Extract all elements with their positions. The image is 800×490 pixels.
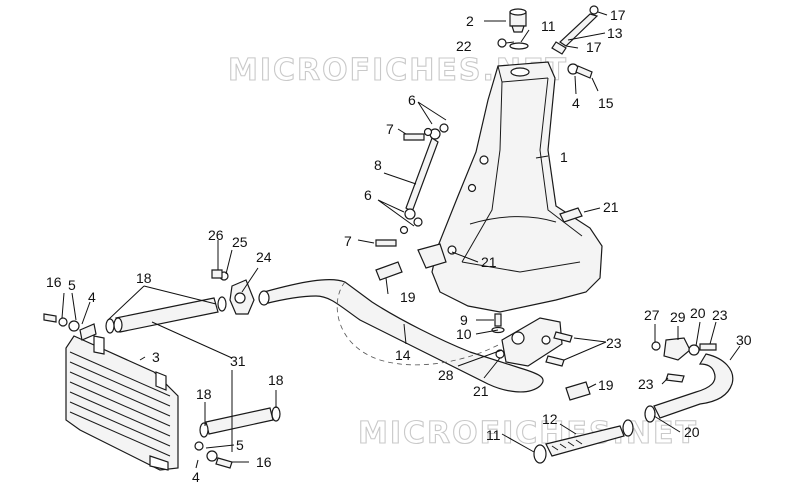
- label-5-top: 5: [68, 277, 76, 293]
- breather-pipe: [551, 5, 599, 55]
- label-16-bottom: 16: [256, 454, 272, 470]
- filler-cap: [509, 8, 527, 33]
- oil-pipe: [258, 279, 544, 393]
- label-25: 25: [232, 234, 248, 250]
- label-4-top: 4: [572, 95, 580, 111]
- label-7-top: 7: [386, 121, 394, 137]
- label-5-bottom: 5: [236, 437, 244, 453]
- label-19-upper: 19: [400, 289, 416, 305]
- label-3: 3: [152, 349, 160, 365]
- label-17-top: 17: [610, 7, 626, 23]
- label-17-mid: 17: [586, 39, 602, 55]
- label-7-mid: 7: [344, 233, 352, 249]
- label-6-top: 6: [408, 92, 416, 108]
- label-6-mid: 6: [364, 187, 372, 203]
- label-18-left: 18: [196, 386, 212, 402]
- flange-screw-b: [545, 355, 565, 367]
- label-30: 30: [736, 332, 752, 348]
- label-11-bottom: 11: [486, 427, 501, 443]
- label-18-right: 18: [268, 372, 284, 388]
- hose-upper: [105, 296, 227, 334]
- label-24: 24: [256, 249, 272, 265]
- label-13: 13: [607, 25, 623, 41]
- right-fitting: [651, 337, 717, 383]
- label-21-tank: 21: [603, 199, 619, 215]
- label-8: 8: [374, 157, 382, 173]
- tank-screw: [567, 63, 593, 79]
- label-16-top: 16: [46, 274, 62, 290]
- label-9: 9: [460, 312, 468, 328]
- pipe-flange: [501, 317, 563, 367]
- label-23-right: 23: [712, 307, 728, 323]
- breather-hose: [375, 123, 449, 247]
- label-10: 10: [456, 326, 472, 342]
- label-20-top: 20: [690, 305, 706, 321]
- filler-seal: [509, 42, 529, 50]
- label-22: 22: [456, 38, 472, 54]
- label-11-top: 11: [541, 18, 556, 34]
- label-19-lower: 19: [598, 377, 614, 393]
- drain-screw: [491, 313, 505, 334]
- oil-tank: [417, 61, 603, 313]
- flange-screw-a: [553, 331, 573, 343]
- hose-right: [644, 353, 734, 423]
- watermark-bottom: MICROFICHES.NET: [358, 416, 698, 451]
- rubber-mount-lower: [565, 381, 591, 401]
- label-26: 26: [208, 227, 224, 243]
- label-28: 28: [438, 367, 454, 383]
- hose-clip: [497, 38, 507, 48]
- label-23-lower: 23: [638, 376, 654, 392]
- oil-cooler: [65, 323, 179, 471]
- label-12: 12: [542, 411, 558, 427]
- leader-lines: [61, 11, 741, 469]
- hose-bracket: [211, 269, 255, 315]
- part-labels: 2 11 22 17 13 17 4 15 6 7 8 1 6 21 7 21 …: [46, 7, 752, 485]
- oil-filter: [533, 419, 634, 464]
- label-14: 14: [395, 347, 411, 363]
- cooler-screw-left: [43, 313, 80, 332]
- hose-lower: [199, 406, 281, 438]
- label-4-left: 4: [88, 289, 96, 305]
- label-4-bottom: 4: [192, 469, 200, 485]
- label-1: 1: [560, 149, 568, 165]
- label-2: 2: [466, 13, 474, 29]
- label-29: 29: [670, 309, 686, 325]
- label-21-mid: 21: [481, 254, 497, 270]
- label-31: 31: [230, 353, 246, 369]
- label-23-mid: 23: [606, 335, 622, 351]
- tank-bolt: [559, 207, 583, 223]
- label-27: 27: [644, 307, 660, 323]
- rubber-mount-upper: [375, 261, 403, 281]
- cooler-screw-bottom: [194, 441, 233, 469]
- label-18-upper: 18: [136, 270, 152, 286]
- label-15: 15: [598, 95, 614, 111]
- label-21-lower: 21: [473, 383, 489, 399]
- label-20-bottom: 20: [684, 424, 700, 440]
